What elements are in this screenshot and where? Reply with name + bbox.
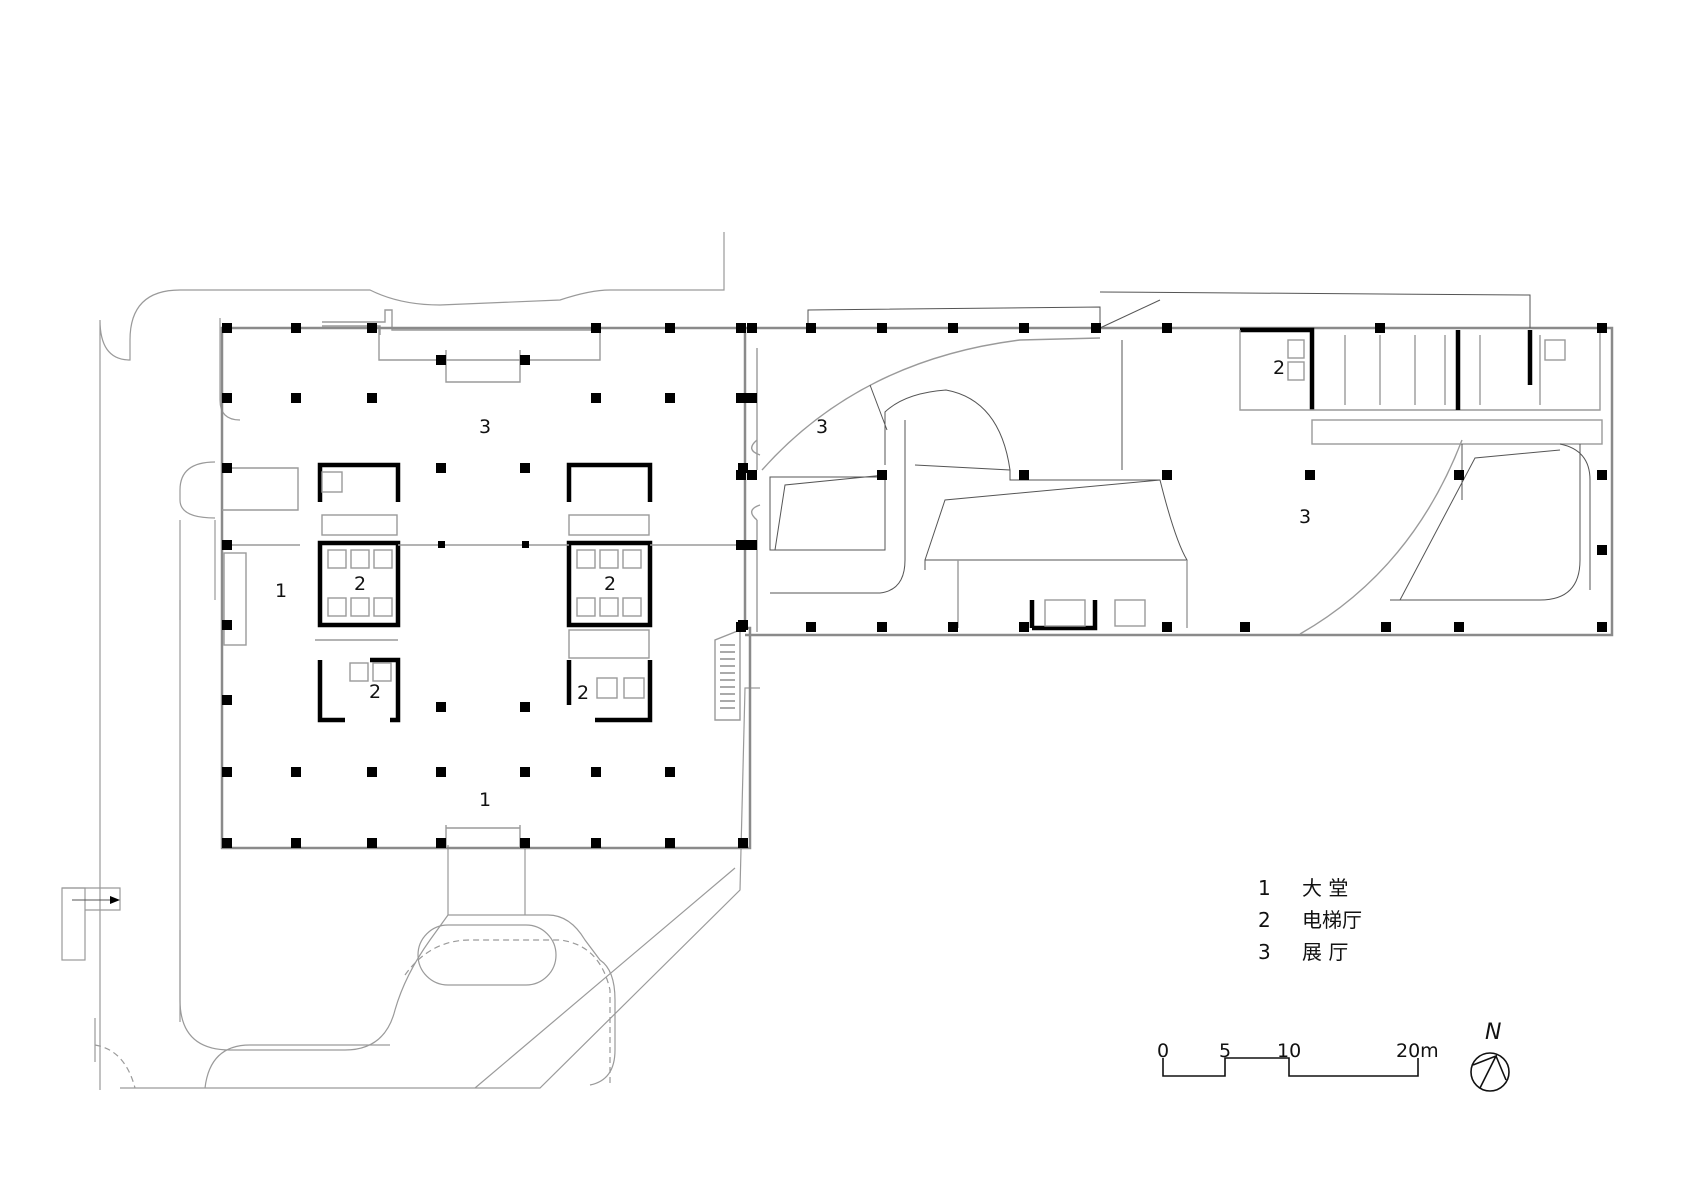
legend-label: 电梯厅 (1302, 908, 1362, 932)
legend-label: 展 厅 (1302, 940, 1349, 964)
scale-tick-10: 10 (1277, 1040, 1302, 1062)
scale-tick-20m: 20m (1396, 1040, 1439, 1062)
legend-number: 2 (1258, 908, 1271, 932)
east-block (714, 291, 1614, 721)
legend-label: 大 堂 (1302, 876, 1349, 900)
room-label-lobby-west: 1 (275, 580, 287, 602)
scale-bar (1162, 1057, 1419, 1077)
legend: 1 大 堂 2 电梯厅 3 展 厅 (1258, 872, 1362, 968)
room-label-elevator-hall-ne: 2 (604, 573, 616, 595)
room-label-lobby-south: 1 (479, 789, 491, 811)
room-label-elevator-hall-east: 2 (1273, 357, 1285, 379)
legend-item-exhibition-hall: 3 展 厅 (1258, 936, 1362, 968)
core-northwest (317, 462, 401, 628)
core-southwest (315, 639, 401, 723)
room-label-exhibition-east: 3 (1299, 506, 1311, 528)
room-label-elevator-hall-nw: 2 (354, 573, 366, 595)
scale-tick-5: 5 (1219, 1040, 1232, 1062)
site-outline (61, 232, 760, 1090)
core-southeast (566, 629, 653, 723)
north-entry (322, 309, 601, 383)
legend-number: 1 (1258, 876, 1271, 900)
room-label-exhibition-center: 3 (816, 416, 828, 438)
room-label-elevator-hall-sw: 2 (369, 681, 381, 703)
north-label: N (1485, 1020, 1502, 1045)
room-label-elevator-hall-se: 2 (577, 682, 589, 704)
legend-item-elevator-hall: 2 电梯厅 (1258, 904, 1362, 936)
legend-number: 3 (1258, 940, 1271, 964)
core-east (1029, 327, 1601, 631)
legend-item-lobby: 1 大 堂 (1258, 872, 1362, 904)
room-label-exhibition-west: 3 (479, 416, 491, 438)
north-arrow-icon (1470, 1052, 1510, 1092)
structural-columns (222, 323, 1607, 848)
room-labels: 1 2 2 2 2 1 3 3 3 2 (275, 357, 1311, 811)
core-northeast (398, 462, 745, 628)
scale-tick-0: 0 (1157, 1040, 1170, 1062)
